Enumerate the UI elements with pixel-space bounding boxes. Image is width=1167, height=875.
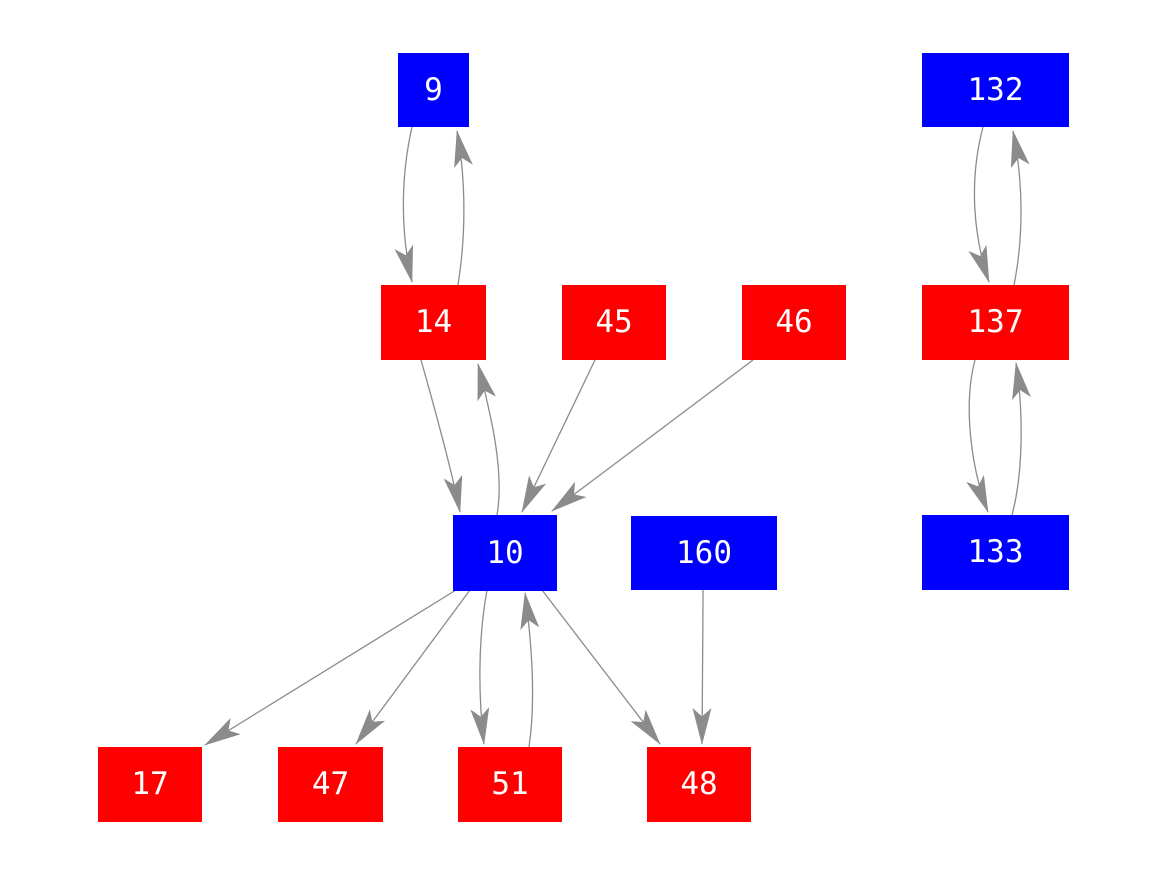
node-48: 48 [647, 747, 751, 822]
edge-14-10 [420, 359, 463, 513]
edge-14-9 [454, 130, 473, 286]
edge-133-137 [1011, 362, 1031, 516]
node-51: 51 [458, 747, 562, 822]
edge-51-10 [520, 592, 540, 748]
node-label-14: 14 [414, 304, 453, 340]
edge-10-51 [470, 589, 490, 745]
edge-46-10 [551, 359, 754, 512]
node-label-45: 45 [595, 304, 633, 340]
node-label-160: 160 [676, 534, 732, 571]
node-133: 133 [922, 515, 1069, 590]
edge-45-10 [521, 359, 596, 513]
node-47: 47 [278, 747, 383, 822]
node-46: 46 [742, 285, 846, 360]
node-label-48: 48 [680, 766, 718, 802]
edge-10-47 [355, 589, 471, 745]
node-137: 137 [922, 285, 1069, 360]
edge-10-48 [541, 589, 661, 745]
node-label-10: 10 [486, 534, 524, 571]
node-label-9: 9 [424, 71, 443, 108]
node-132: 132 [922, 53, 1069, 127]
node-17: 17 [98, 747, 202, 822]
edge-9-14 [394, 126, 414, 283]
node-14: 14 [381, 285, 486, 360]
node-label-17: 17 [131, 766, 169, 802]
edge-10-17 [204, 589, 457, 746]
node-label-51: 51 [491, 766, 529, 802]
edge-137-132 [1010, 130, 1030, 286]
node-160: 160 [631, 516, 777, 590]
edge-132-137 [968, 126, 990, 283]
node-label-133: 133 [967, 534, 1024, 570]
node-label-46: 46 [775, 304, 813, 340]
edge-137-133 [966, 359, 989, 513]
node-10: 10 [453, 515, 557, 591]
node-9: 9 [398, 53, 469, 127]
node-label-47: 47 [311, 766, 350, 802]
edge-160-48 [692, 589, 712, 745]
edge-10-14 [477, 363, 500, 516]
node-label-132: 132 [967, 71, 1024, 108]
node-45: 45 [562, 285, 666, 360]
node-label-137: 137 [967, 304, 1024, 340]
